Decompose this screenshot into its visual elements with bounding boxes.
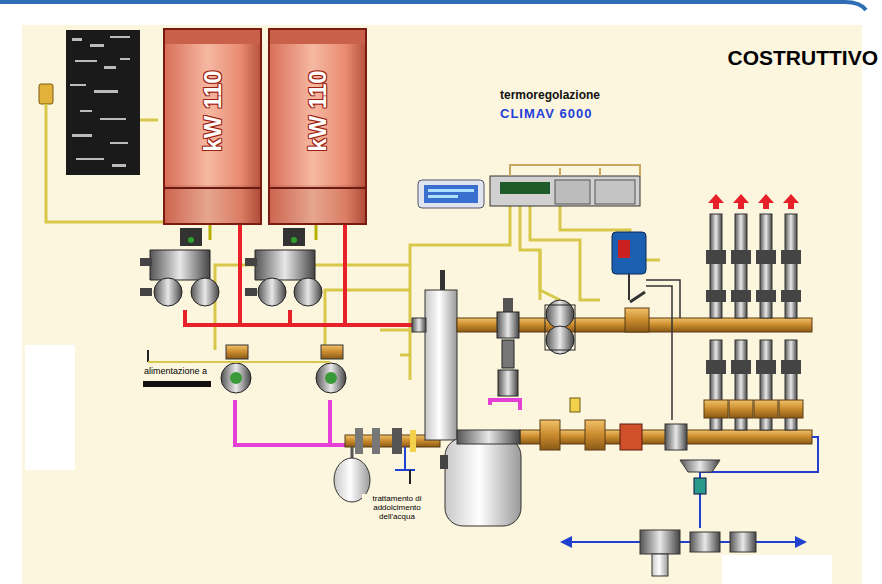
- boiler-unit: kW 110: [163, 28, 262, 225]
- controller-model: CLIMAV 6000: [500, 106, 592, 121]
- boiler-rating: kW 110: [199, 70, 227, 151]
- water-treatment-label: trattamento di addolcimento dell'acqua: [362, 494, 432, 521]
- gas-supply-label: alimentazione a: [143, 366, 208, 376]
- diagram-title: COSTRUTTIVO: [728, 46, 879, 70]
- boiler-unit: kW 110: [268, 28, 367, 225]
- boiler-rating: kW 110: [304, 70, 332, 151]
- boiler-seam: [270, 187, 365, 189]
- boiler-seam: [165, 187, 260, 189]
- controller-title: termoregolazione: [500, 88, 600, 102]
